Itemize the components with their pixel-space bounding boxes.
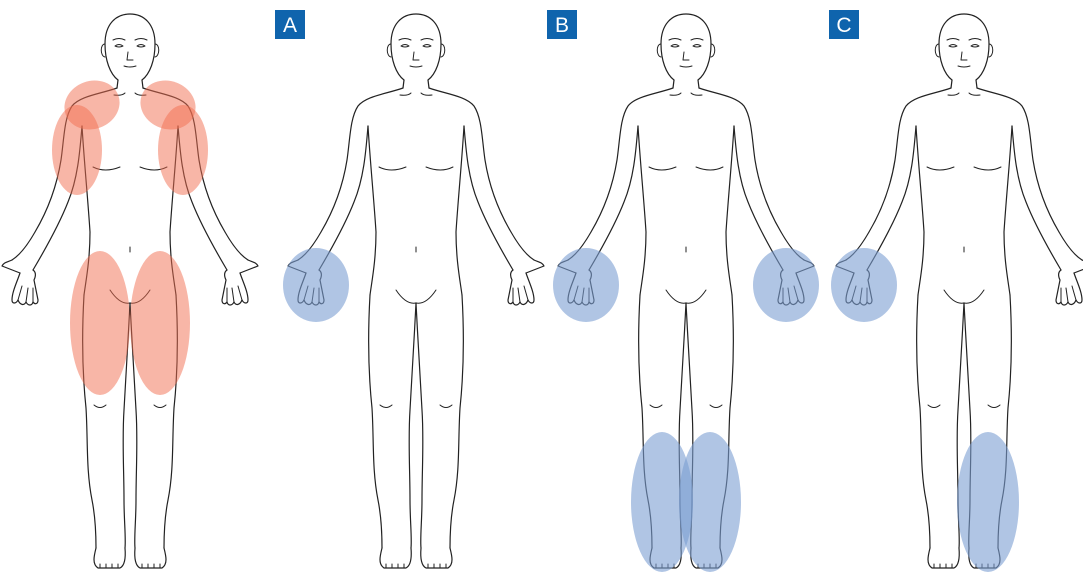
panel-label-b: B <box>547 10 577 39</box>
highlight-left-thigh <box>130 251 190 395</box>
highlight-left-lower-leg <box>957 432 1019 572</box>
panel-label-text: C <box>836 14 851 37</box>
highlight-right-upper-arm <box>52 105 102 195</box>
highlight-left-lower-leg <box>679 432 741 572</box>
highlight-left-hand <box>753 248 819 322</box>
panel-label-c: C <box>829 10 859 39</box>
panel-label-a: A <box>275 10 305 39</box>
highlight-right-hand <box>283 248 349 322</box>
highlight-right-hand <box>831 248 897 322</box>
panel-label-text: A <box>283 14 297 37</box>
highlight-left-upper-arm <box>158 105 208 195</box>
highlight-right-thigh <box>70 251 130 395</box>
highlight-right-hand <box>553 248 619 322</box>
human-figure-1 <box>2 14 258 568</box>
panel-label-text: B <box>555 14 569 37</box>
